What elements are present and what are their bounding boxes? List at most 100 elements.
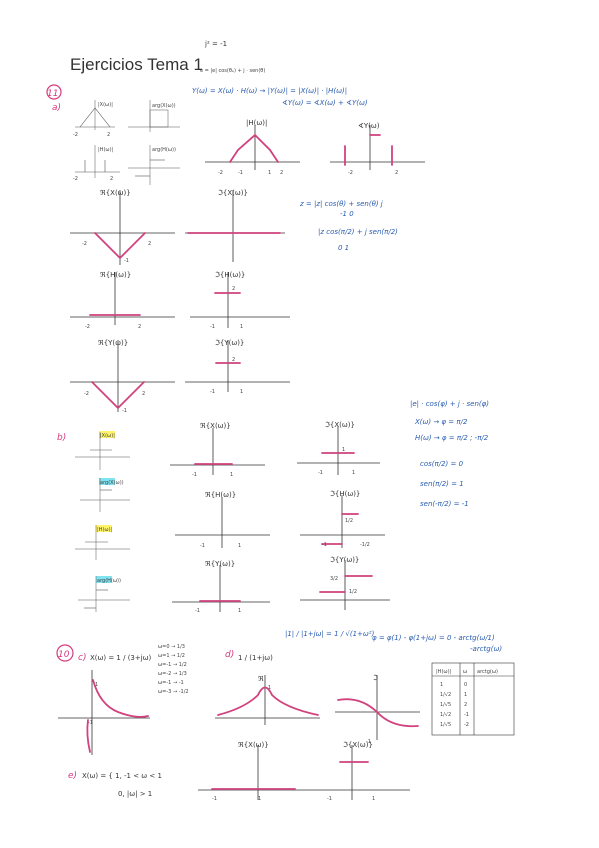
- plot-e-re: ℜ{X(ω)} -1 1: [198, 741, 310, 802]
- tick: -1: [124, 258, 129, 264]
- label-re-x: ℜ{X(ω)}: [100, 189, 131, 197]
- tick: -2: [348, 170, 353, 176]
- tick: 3/2: [330, 576, 338, 582]
- label-e: e): [68, 771, 77, 781]
- tick: -1: [322, 542, 327, 548]
- label-b-im-h: ℑ{H(ω)}: [330, 490, 360, 498]
- plot-e-im: ℑ{X(ω)} -1 1: [310, 741, 410, 802]
- tick: -1: [192, 472, 197, 478]
- table-cell: 0: [464, 682, 467, 688]
- table-cell: -2: [464, 722, 469, 728]
- label-arg-x: arg(X(ω)): [152, 103, 176, 109]
- note-y-phase: ∢Y(ω) = ∢X(ω) + ∢Y(ω): [282, 99, 368, 107]
- tick: -1: [210, 389, 215, 395]
- tick: 1: [238, 608, 241, 614]
- label-d: d): [225, 650, 234, 660]
- plot-re-y: ℜ{Y(ω)} -2 2 -1: [70, 339, 175, 414]
- tick: 1: [238, 543, 241, 549]
- plot-im-x: ℑ{X(ω)}: [185, 189, 285, 262]
- small-plot-abs-h: |H(ω)| -2 2: [73, 145, 120, 182]
- tick: 1/2: [349, 589, 357, 595]
- label-abs-x: |X(ω)|: [98, 102, 113, 108]
- tick: -1: [366, 739, 371, 745]
- tick: 2: [280, 170, 283, 176]
- plot-re-h: ℜ{H(ω)} -2 2: [70, 271, 175, 330]
- tick: 1: [268, 170, 271, 176]
- tick: -1: [212, 796, 217, 802]
- tick: 1: [372, 796, 375, 802]
- table-row: 1/√5 2: [440, 702, 467, 708]
- tick: -1/2: [360, 542, 370, 548]
- formula-e-1: X(ω) = { 1, -1 < ω < 1: [82, 772, 162, 780]
- tick: 2: [142, 391, 145, 397]
- label-b2: arg(X(ω)): [100, 480, 124, 486]
- plot-im-y: ℑ{Y(ω)} 2 -1 1: [185, 339, 290, 395]
- table-d-header: ω: [463, 669, 467, 675]
- tick: -1: [200, 543, 205, 549]
- table-cell: 2: [464, 702, 467, 708]
- label-e-im: ℑ{X(ω)}: [343, 741, 373, 749]
- plot-im-h: ℑ{H(ω)} 2 -1 1: [190, 271, 290, 330]
- label-abs-h-mid: |H(ω)|: [246, 119, 267, 127]
- plot-b-im-h: ℑ{H(ω)} 1/2 -1 -1/2: [300, 490, 385, 548]
- tick: 2: [110, 176, 113, 182]
- table-row: 1/√2 1: [440, 692, 467, 698]
- tick: -1: [122, 408, 127, 414]
- label-b-im-x: ℑ{X(ω)}: [325, 421, 355, 429]
- plot-b-re-x: ℜ{X(ω)} -1 1: [170, 422, 265, 478]
- plot-angle-y: ∢Y(ω) -2 2: [330, 122, 425, 176]
- tick: -1: [195, 608, 200, 614]
- label-b-im-y: ℑ{Y(ω)}: [330, 556, 359, 564]
- table-cell: 1/√5: [440, 702, 451, 708]
- table-c-row: ω=-2 → 1/3: [158, 671, 187, 677]
- note-e-polar: |e| · cos(φ) + j · sen(φ): [410, 400, 489, 408]
- tick: 2: [148, 241, 151, 247]
- tick: 1: [230, 472, 233, 478]
- table-row: 1/√5 -2: [440, 722, 469, 728]
- plot-c: 1 -1: [58, 670, 150, 755]
- tick: -1: [210, 324, 215, 330]
- table-row: 1/√2 -1: [440, 712, 469, 718]
- tick: 1: [240, 389, 243, 395]
- table-row: 1 0: [440, 682, 467, 688]
- small-plot-b4: arg(H(ω)): [78, 576, 130, 612]
- tick: 1: [268, 685, 271, 691]
- note-j-squared: j² = -1: [204, 40, 227, 48]
- label-im-x: ℑ{X(ω)}: [218, 189, 248, 197]
- tick: -1: [318, 470, 323, 476]
- label-a: a): [52, 103, 61, 113]
- tick: -1: [327, 796, 332, 802]
- tick: -1: [238, 170, 243, 176]
- small-plot-b3: |H(ω)|: [75, 525, 130, 560]
- label-re-y: ℜ{Y(ω)}: [98, 339, 128, 347]
- note-euler: e = |e| cos(θₑ) + j · sen(θ): [200, 68, 265, 74]
- small-plot-b1: |X(ω)|: [75, 431, 130, 470]
- tick: 2: [232, 286, 235, 292]
- note-z-unit: |z cos(π/2) + j sen(π/2): [318, 228, 398, 236]
- note-x-phase: X(ω) → φ = π/2: [414, 418, 468, 426]
- tick: -2: [84, 391, 89, 397]
- label-b-re-y: ℜ{Y(ω)}: [205, 560, 235, 568]
- tick: 2: [395, 170, 398, 176]
- ex10-circle: [56, 644, 74, 662]
- label-c: c): [78, 653, 86, 663]
- label-abs-h: |H(ω)|: [98, 147, 114, 153]
- note-sen-neg: sen(-π/2) = -1: [420, 500, 469, 508]
- table-c-row: ω=-1 → -1: [158, 680, 184, 686]
- note-phase-formula: φ = φ(1) - φ(1+jω) = 0 - arctg(ω/1): [372, 634, 495, 642]
- tick: 1: [342, 447, 345, 453]
- table-d-header: arctg(ω): [477, 669, 498, 675]
- tick: -2: [73, 132, 78, 138]
- table-cell: 1: [440, 682, 443, 688]
- small-plot-abs-x: |X(ω)| -2 2: [73, 100, 115, 138]
- table-d-header: |H(ω)|: [436, 669, 452, 675]
- tick: -2: [218, 170, 223, 176]
- label-angle-y: ∢Y(ω): [358, 122, 380, 130]
- label-b1: |X(ω)|: [100, 433, 115, 439]
- tick: 1: [258, 796, 261, 802]
- table-cell: 1: [464, 692, 467, 698]
- small-plot-b2: arg(X(ω)): [80, 478, 130, 512]
- note-z-vals-1: -1 0: [340, 210, 354, 218]
